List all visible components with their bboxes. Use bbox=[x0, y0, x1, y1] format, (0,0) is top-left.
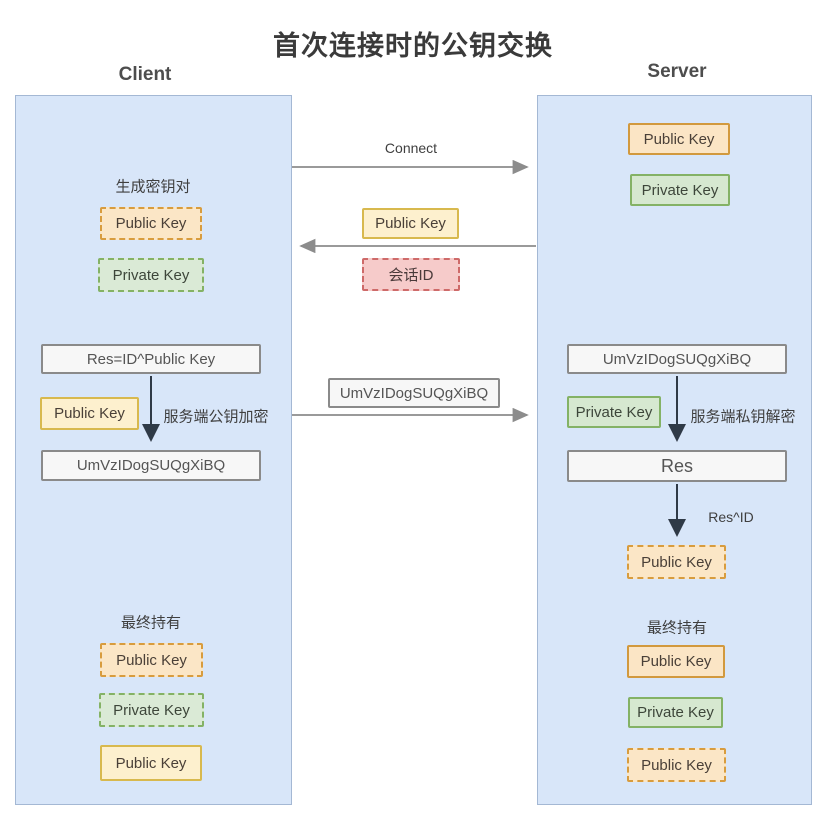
server-final-client-public-key-box: Public Key bbox=[627, 748, 726, 782]
server-final-public-key-box: Public Key bbox=[627, 645, 725, 678]
message-public-key-box: Public Key bbox=[362, 208, 459, 239]
client-encrypt-label: 服务端公钥加密 bbox=[163, 408, 269, 426]
client-keygen-label: 生成密钥对 bbox=[115, 178, 191, 196]
server-public-key-box: Public Key bbox=[628, 123, 730, 155]
server-client-public-key-box: Public Key bbox=[627, 545, 726, 579]
connect-label: Connect bbox=[384, 140, 438, 156]
client-final-public-key-box: Public Key bbox=[100, 643, 203, 677]
server-cipher-box: UmVzIDogSUQgXiBQ bbox=[567, 344, 787, 374]
client-res-formula-box: Res=ID^Public Key bbox=[41, 344, 261, 374]
server-res-id-label: Res^ID bbox=[708, 509, 754, 525]
server-decrypt-private-key-box: Private Key bbox=[567, 396, 661, 428]
server-private-key-box: Private Key bbox=[630, 174, 730, 206]
server-res-box: Res bbox=[567, 450, 787, 482]
client-cipher-box: UmVzIDogSUQgXiBQ bbox=[41, 450, 261, 481]
client-server-public-key-box: Public Key bbox=[40, 397, 139, 430]
message-cipher-box: UmVzIDogSUQgXiBQ bbox=[328, 378, 500, 408]
session-id-box: 会话ID bbox=[362, 258, 460, 291]
server-column-label: Server bbox=[647, 61, 707, 82]
diagram-title: 首次连接时的公钥交换 bbox=[273, 31, 553, 61]
client-column-label: Client bbox=[118, 64, 172, 85]
server-decrypt-label: 服务端私钥解密 bbox=[690, 408, 796, 426]
client-final-label: 最终持有 bbox=[120, 614, 182, 632]
server-final-label: 最终持有 bbox=[646, 619, 708, 637]
client-final-server-public-key-box: Public Key bbox=[100, 745, 202, 781]
client-public-key-box: Public Key bbox=[100, 207, 202, 240]
client-private-key-box: Private Key bbox=[98, 258, 204, 292]
client-final-private-key-box: Private Key bbox=[99, 693, 204, 727]
server-final-private-key-box: Private Key bbox=[628, 697, 723, 728]
